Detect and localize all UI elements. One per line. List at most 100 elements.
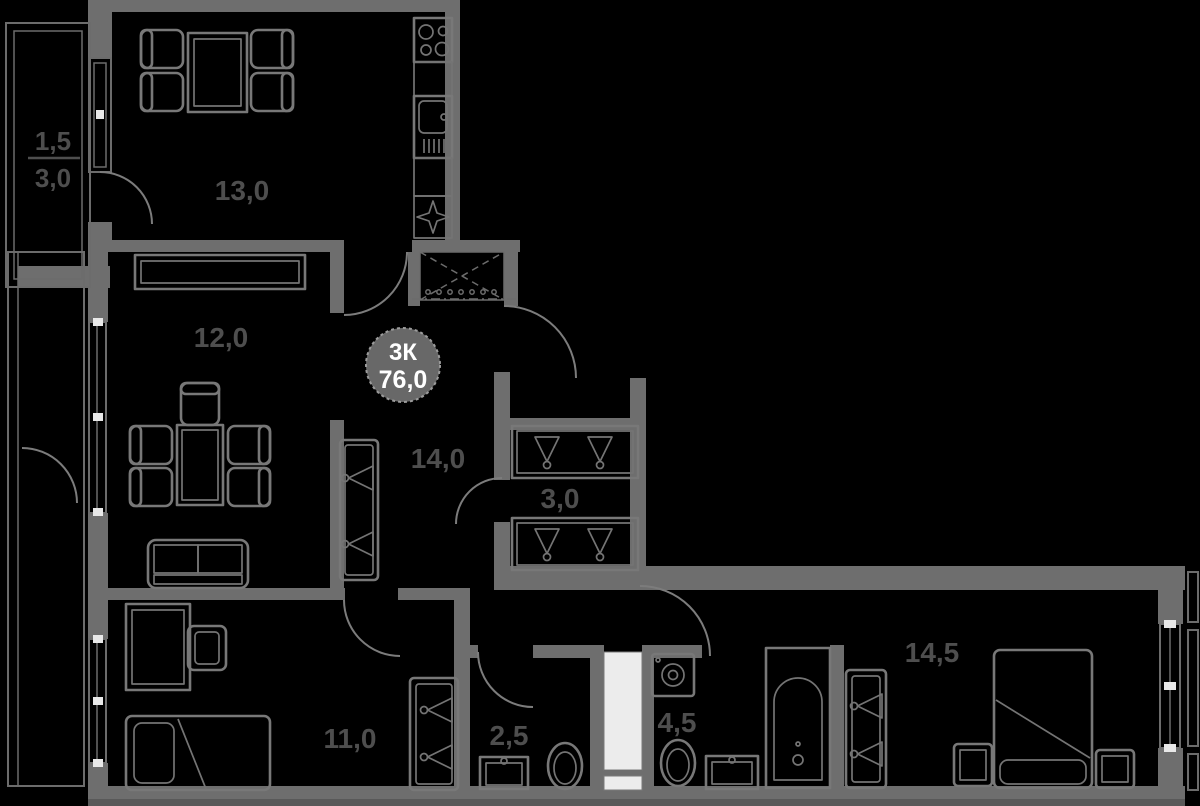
window-bedroom2 xyxy=(1159,620,1181,752)
bathtub-icon xyxy=(764,646,832,790)
wall-kitchen-jog xyxy=(412,240,520,252)
hall-wardrobe xyxy=(338,438,380,582)
wall-wc-top-left xyxy=(470,645,478,658)
vent-shaft xyxy=(412,251,518,301)
hanger-icon xyxy=(419,744,453,770)
door-arc-entry xyxy=(503,305,577,379)
window-living xyxy=(88,318,107,516)
wall-left-seg4 xyxy=(88,763,108,790)
chair-icon xyxy=(139,28,185,70)
hanger-icon xyxy=(587,528,613,562)
wall-left-seg2 xyxy=(88,513,108,590)
balcony-area-reduced: 1,5 xyxy=(35,126,71,156)
bedroom1-furniture xyxy=(124,602,460,792)
living-table xyxy=(175,423,225,507)
room-label-bedroom2: 14,5 xyxy=(905,637,960,668)
door-arc-wc xyxy=(477,651,534,708)
hanger-icon xyxy=(340,531,374,557)
bedroom2-wardrobe xyxy=(844,668,888,790)
wall-bedroom1-wc-divider xyxy=(454,600,470,790)
hanger-icon xyxy=(534,436,560,470)
nightstand xyxy=(952,742,994,788)
wall-living-top xyxy=(88,240,344,252)
wall-wc-right xyxy=(590,645,604,790)
chair-icon xyxy=(249,28,295,70)
wall-wc-top-right xyxy=(533,645,604,658)
living-sofa xyxy=(146,538,250,590)
chair-icon xyxy=(128,466,174,508)
bedroom1-desk xyxy=(124,602,192,692)
facade-left-strip xyxy=(7,251,85,787)
room-label-hall: 14,0 xyxy=(411,443,466,474)
bedroom1-bed xyxy=(124,714,272,792)
bath-toilet xyxy=(659,738,697,788)
living-furniture xyxy=(128,253,307,590)
wall-closet-left-lower xyxy=(494,522,510,570)
room-labels: 13,0 12,0 14,0 3,0 11,0 2,5 4,5 14,5 1,5… xyxy=(28,126,959,754)
wall-bottom-edge xyxy=(88,799,1185,806)
closet-furniture xyxy=(510,424,640,572)
facade-right-seg1 xyxy=(1187,571,1199,623)
wall-bedroom1-top xyxy=(108,588,345,600)
bedroom2-furniture xyxy=(844,648,1136,790)
door-arc-balcony xyxy=(99,171,153,225)
wc-sink xyxy=(478,755,530,791)
door-arc-loggia xyxy=(21,447,78,504)
bathroom-furniture xyxy=(650,646,832,791)
badge-area: 76,0 xyxy=(379,366,428,394)
wc-furniture xyxy=(478,741,584,791)
vent-diamond-icon xyxy=(413,195,453,239)
badge-type: 3К xyxy=(389,339,417,366)
window-balcony-block xyxy=(88,57,112,173)
wall-closet-left-upper xyxy=(494,372,510,480)
balcony-area-full: 3,0 xyxy=(35,163,71,193)
chair-icon xyxy=(226,466,272,508)
facade-right-seg2 xyxy=(1187,629,1199,747)
badge-circle xyxy=(365,327,441,403)
facade-right-seg3 xyxy=(1187,753,1199,791)
wall-closet-top xyxy=(510,418,646,430)
wall-living-right-upper xyxy=(330,252,344,313)
hanger-icon xyxy=(534,528,560,562)
hanger-icon xyxy=(419,697,453,723)
wall-bedroom2-right-upper xyxy=(1158,566,1183,624)
wall-balcony-pier-top xyxy=(88,12,112,58)
kitchen-furniture xyxy=(139,16,454,239)
window-bedroom1 xyxy=(88,635,107,767)
hanger-icon xyxy=(340,465,374,491)
facade-lines xyxy=(5,22,1199,791)
doors xyxy=(21,171,711,708)
utility-shaft xyxy=(603,651,643,791)
windows xyxy=(88,57,1181,767)
balcony-area-fraction: 1,5 3,0 xyxy=(28,126,80,193)
wall-bath-right xyxy=(830,645,844,790)
hanger-icon xyxy=(849,693,883,719)
wall-left-seg3 xyxy=(88,590,108,639)
apartment-badge: 3К 76,0 xyxy=(365,327,441,403)
wc-toilet xyxy=(546,741,584,791)
washing-machine-icon xyxy=(650,652,696,698)
chair-icon xyxy=(226,424,272,466)
wall-shaft-right xyxy=(504,252,518,306)
wall-shaft-left xyxy=(408,252,420,306)
chair-icon xyxy=(179,381,221,427)
room-label-bedroom1: 11,0 xyxy=(324,723,377,754)
wall-living-right-lower xyxy=(330,420,344,590)
balcony-outline-inner xyxy=(13,30,83,280)
door-arc-kitchen xyxy=(343,251,408,316)
room-label-kitchen: 13,0 xyxy=(215,175,270,206)
chair-icon xyxy=(249,71,295,113)
room-label-closet: 3,0 xyxy=(541,483,580,514)
bedroom1-wardrobe xyxy=(408,676,460,792)
hanger-icon xyxy=(587,436,613,470)
kitchen-table xyxy=(186,31,249,114)
door-arc-closet xyxy=(455,477,503,525)
bedroom2-bed xyxy=(992,648,1094,790)
bedroom1-chair xyxy=(186,624,228,672)
bath-sink xyxy=(704,754,760,791)
living-cabinet xyxy=(133,253,307,291)
wall-bedroom2-right-lower xyxy=(1158,748,1183,790)
nightstand xyxy=(1094,748,1136,790)
hanger-icon xyxy=(849,741,883,767)
